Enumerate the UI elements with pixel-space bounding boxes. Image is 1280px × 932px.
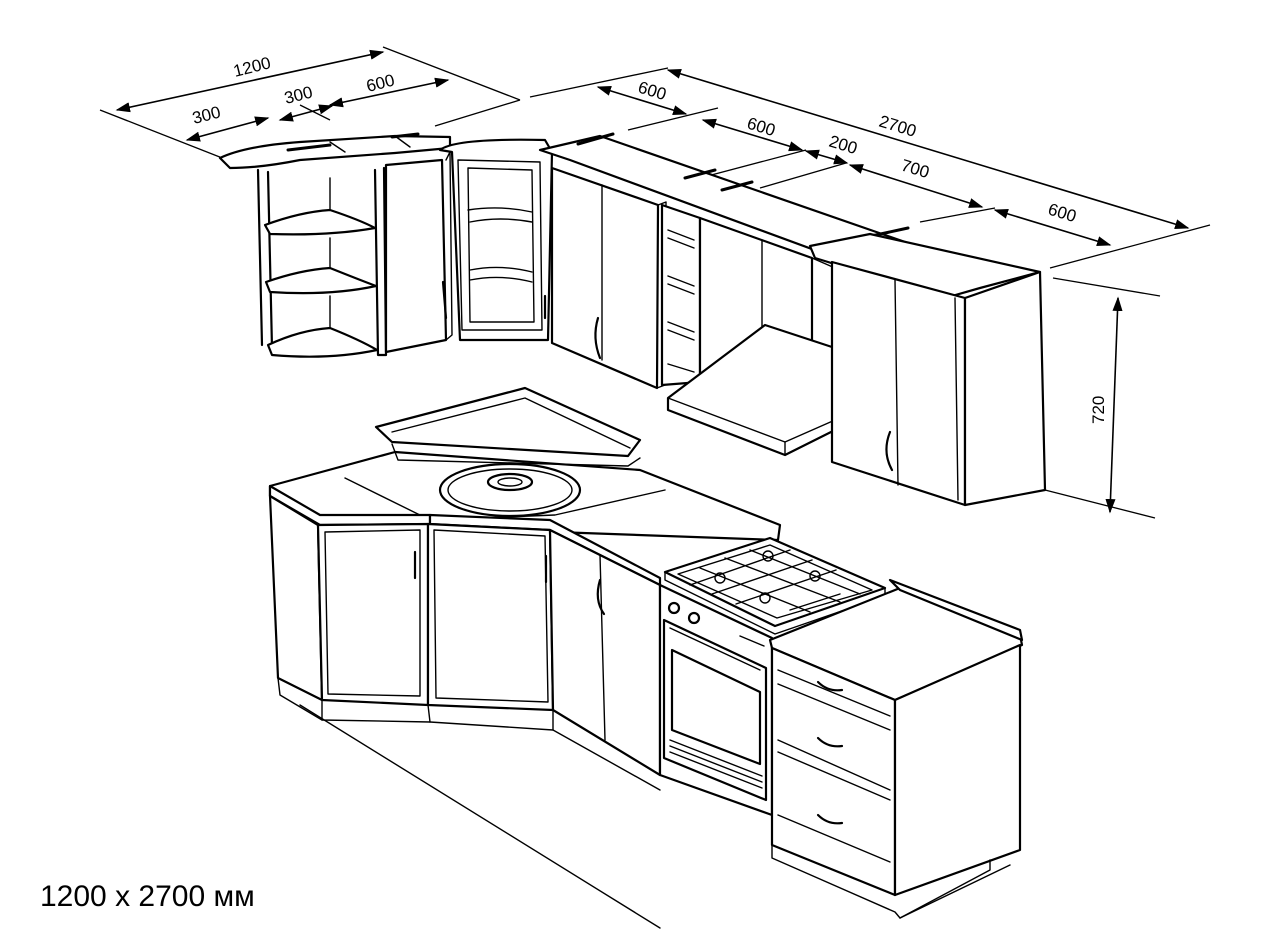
dim-label-600-r5: 600: [1046, 200, 1079, 226]
dim-label-200: 200: [827, 132, 860, 158]
dimension-lines: [99, 46, 1211, 519]
dim-label-2700: 2700: [877, 112, 919, 141]
dim-label-300-a: 300: [190, 103, 222, 128]
size-caption: 1200 x 2700 мм: [40, 880, 255, 913]
dim-label-300-b: 300: [282, 83, 314, 108]
dim-label-600-r2: 600: [745, 114, 778, 140]
upper-cabinets: [218, 132, 1047, 507]
dim-label-700: 700: [899, 156, 932, 182]
lower-cabinets: [268, 386, 1024, 929]
dim-label-720: 720: [1089, 396, 1108, 424]
